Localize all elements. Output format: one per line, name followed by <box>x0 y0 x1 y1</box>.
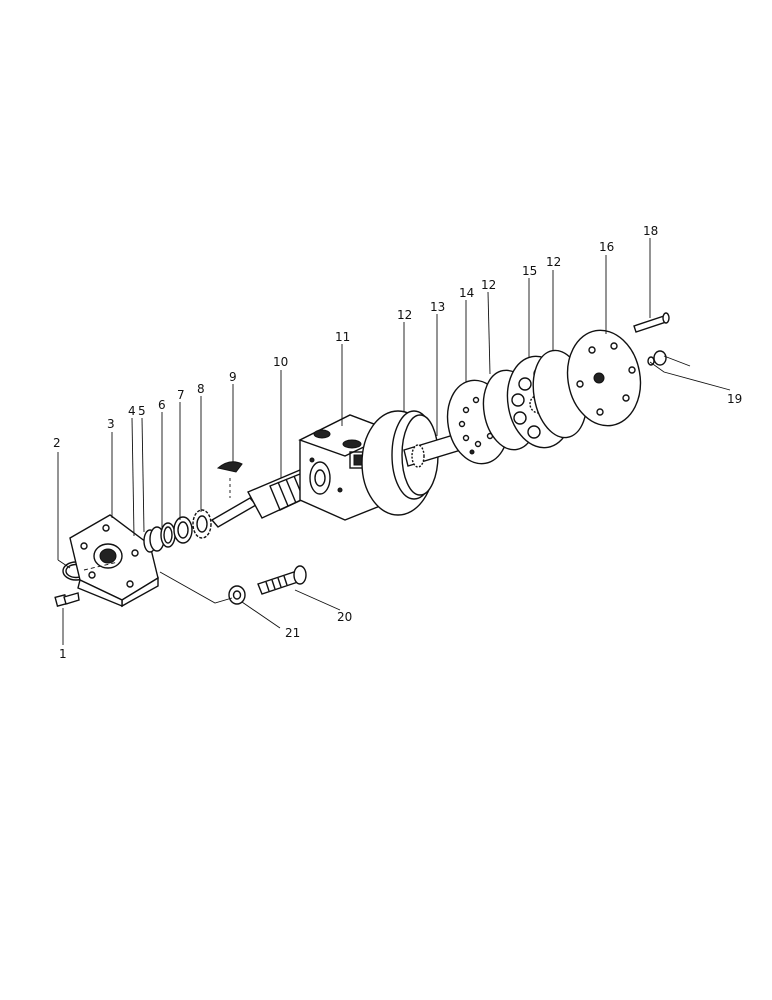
label-7: 7 <box>177 388 185 402</box>
label-11: 11 <box>335 330 350 344</box>
label-5: 5 <box>138 404 146 418</box>
part-8-gear <box>192 509 212 539</box>
label-10: 10 <box>273 355 288 369</box>
label-15: 15 <box>522 264 537 278</box>
label-12-a: 12 <box>397 308 412 322</box>
part-20-screw <box>257 565 307 595</box>
label-1: 1 <box>59 647 67 661</box>
part-19-plug <box>647 350 667 366</box>
part-21-washer <box>228 585 246 605</box>
callout-labels: 1 2 3 4 5 6 7 8 9 10 11 12 13 14 12 15 1… <box>53 224 742 661</box>
part-18-bolt <box>633 312 670 333</box>
label-6: 6 <box>158 398 166 412</box>
label-4: 4 <box>128 404 136 418</box>
part-7-bearing <box>173 516 193 544</box>
part-6-ring <box>160 522 176 548</box>
label-3: 3 <box>107 417 115 431</box>
label-20: 20 <box>337 610 352 624</box>
label-2: 2 <box>53 436 61 450</box>
label-12-c: 12 <box>546 255 561 269</box>
label-12-b: 12 <box>481 278 496 292</box>
label-19: 19 <box>727 392 742 406</box>
part-9-key <box>216 461 243 498</box>
label-13: 13 <box>430 300 445 314</box>
part-16-endcap <box>566 329 642 427</box>
label-16: 16 <box>599 240 614 254</box>
part-1-bolt <box>54 592 80 607</box>
label-9: 9 <box>229 370 237 384</box>
label-8: 8 <box>197 382 205 396</box>
label-21: 21 <box>285 626 300 640</box>
label-14: 14 <box>459 286 474 300</box>
label-18: 18 <box>643 224 658 238</box>
part-3-flange <box>69 514 159 608</box>
leader-lines <box>57 238 731 645</box>
